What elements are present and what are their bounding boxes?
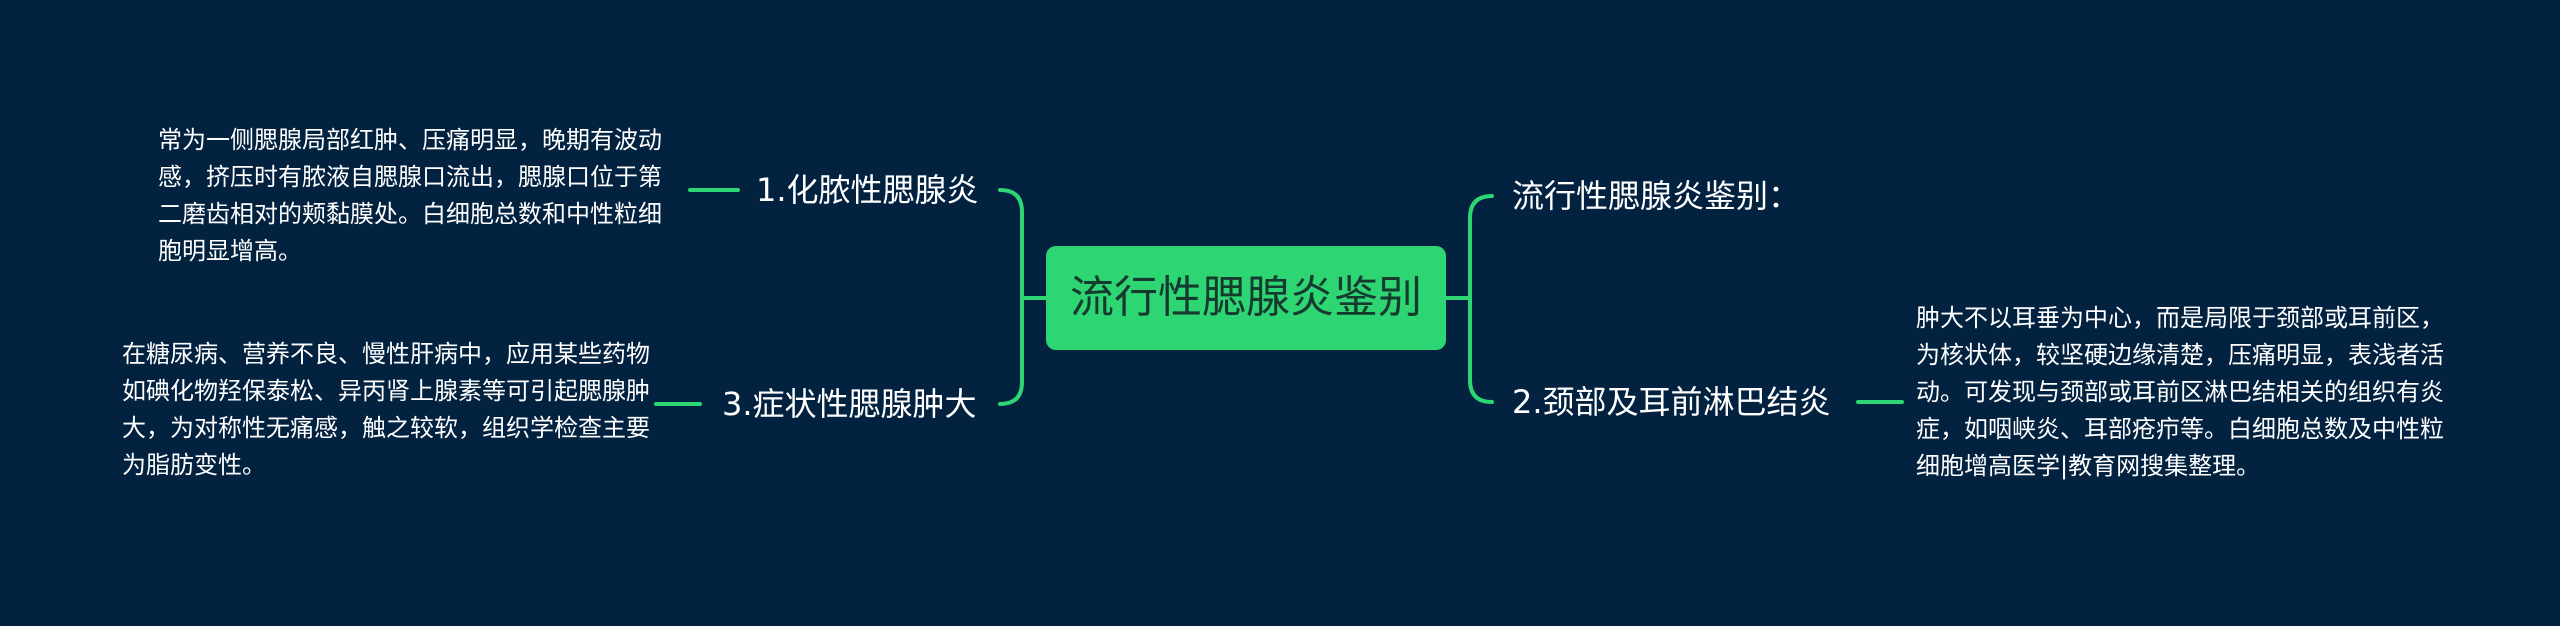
note-cervical-lymphadenitis: 肿大不以耳垂为中心，而是局限于颈部或耳前区，为核状体，较坚硬边缘清楚，压痛明显，… bbox=[1916, 304, 2444, 480]
connector-right-spine bbox=[1468, 194, 1494, 404]
branch-symptomatic-parotid-enlargement[interactable]: 3.症状性腮腺肿大 bbox=[722, 385, 977, 423]
branch-cervical-lymphadenitis[interactable]: 2.颈部及耳前淋巴结炎 bbox=[1512, 383, 1831, 421]
note-suppurative-parotitis: 常为一侧腮腺局部红肿、压痛明显，晚期有波动感，挤压时有脓液自腮腺口流出，腮腺口位… bbox=[158, 126, 662, 265]
branch-differential-heading[interactable]: 流行性腮腺炎鉴别： bbox=[1512, 177, 1801, 215]
root-topic[interactable]: 流行性腮腺炎鉴别 bbox=[1046, 246, 1446, 350]
branch-suppurative-parotitis[interactable]: 1.化脓性腮腺炎 bbox=[756, 171, 979, 209]
connector-left-spine bbox=[998, 188, 1024, 406]
note-symptomatic-parotid-enlargement: 在糖尿病、营养不良、慢性肝病中，应用某些药物如碘化物羟保泰松、异丙肾上腺素等可引… bbox=[122, 340, 650, 479]
